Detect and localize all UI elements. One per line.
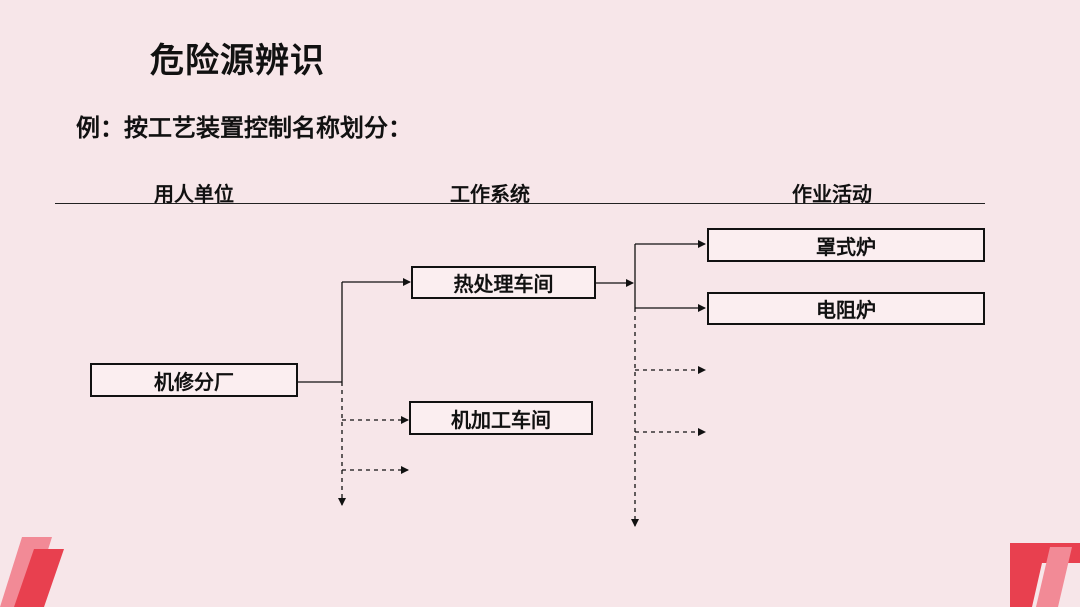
column-header-employer: 用人单位 bbox=[154, 182, 234, 206]
node-machining: 机加工车间 bbox=[409, 401, 593, 435]
column-header-work-activity: 作业活动 bbox=[792, 182, 872, 206]
column-header-work-system: 工作系统 bbox=[450, 182, 530, 206]
node-heat-treatment: 热处理车间 bbox=[411, 266, 596, 299]
page-title: 危险源辨识 bbox=[150, 41, 325, 81]
header-divider bbox=[55, 203, 985, 204]
page-subtitle: 例：按工艺装置控制名称划分： bbox=[76, 114, 412, 142]
corner-right-shape-front bbox=[1036, 547, 1072, 607]
corner-left-shape-front bbox=[14, 549, 64, 607]
node-factory: 机修分厂 bbox=[90, 363, 298, 397]
decorative-corner-left bbox=[0, 537, 64, 607]
decorative-corner-right bbox=[1010, 543, 1080, 607]
node-hood-furnace: 罩式炉 bbox=[707, 228, 985, 262]
node-resistance-furnace: 电阻炉 bbox=[707, 292, 985, 325]
